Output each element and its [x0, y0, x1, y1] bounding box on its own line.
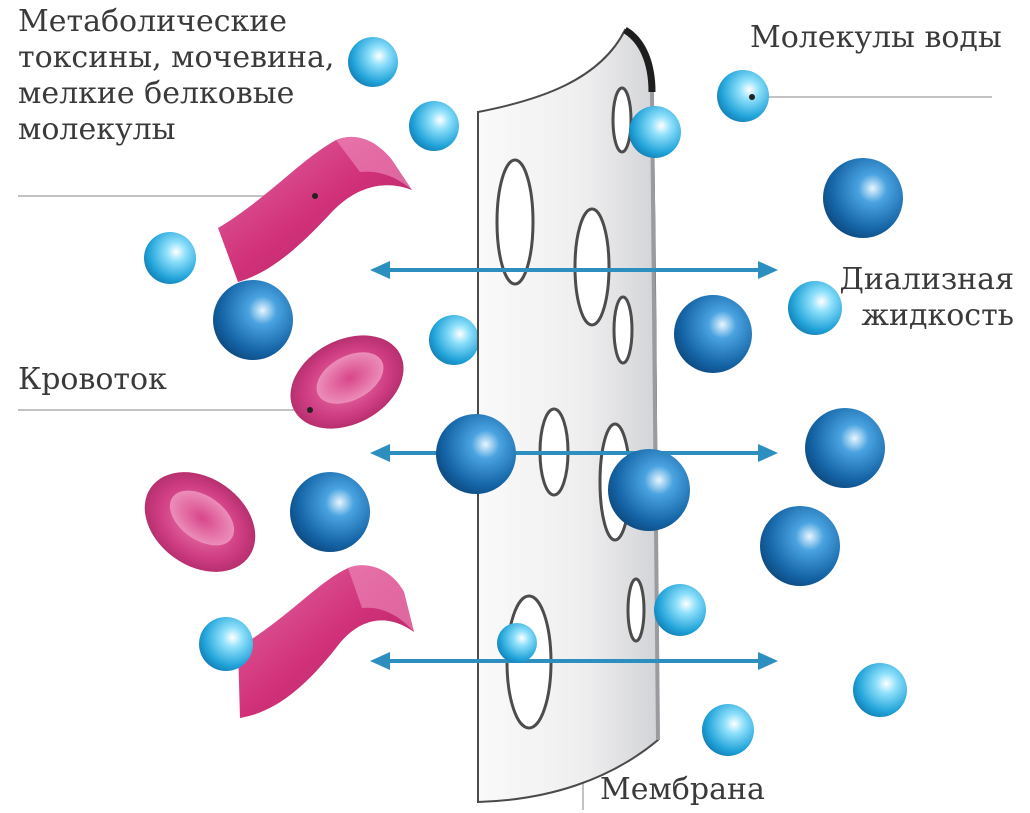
large-molecule [805, 408, 885, 488]
label-dialysate: Диализная жидкость [840, 262, 1015, 334]
small-molecule [199, 617, 253, 671]
label-metabolic-toxins: Метаболические токсины, мочевина, мелкие… [18, 4, 334, 148]
membrane [478, 30, 658, 802]
small-molecule [702, 704, 754, 756]
large-molecule [608, 449, 690, 531]
label-water-molecules: Молекулы воды [750, 20, 1002, 56]
water-pointer-dot [749, 94, 755, 100]
blood-cell-top [274, 317, 419, 448]
label-bloodstream: Кровоток [18, 362, 167, 398]
large-molecule [674, 295, 752, 373]
large-molecule [760, 506, 840, 586]
cell-pointer-dot [307, 407, 313, 413]
small-molecule [144, 232, 196, 284]
small-molecule [717, 70, 769, 122]
small-molecule [853, 663, 907, 717]
small-molecule [497, 623, 537, 663]
small-molecule [654, 584, 706, 636]
small-molecule [348, 37, 398, 87]
small-molecule [788, 281, 842, 335]
large-molecule [436, 414, 516, 494]
large-molecule [290, 472, 370, 552]
label-membrane: Мембрана [600, 772, 765, 808]
small-molecule [629, 106, 681, 158]
large-molecule [823, 158, 903, 238]
ribbon-pointer-dot [312, 193, 318, 199]
large-molecule [213, 280, 293, 360]
small-molecule [429, 315, 479, 365]
blood-cell-bottom [126, 452, 275, 593]
small-molecule [409, 101, 459, 151]
